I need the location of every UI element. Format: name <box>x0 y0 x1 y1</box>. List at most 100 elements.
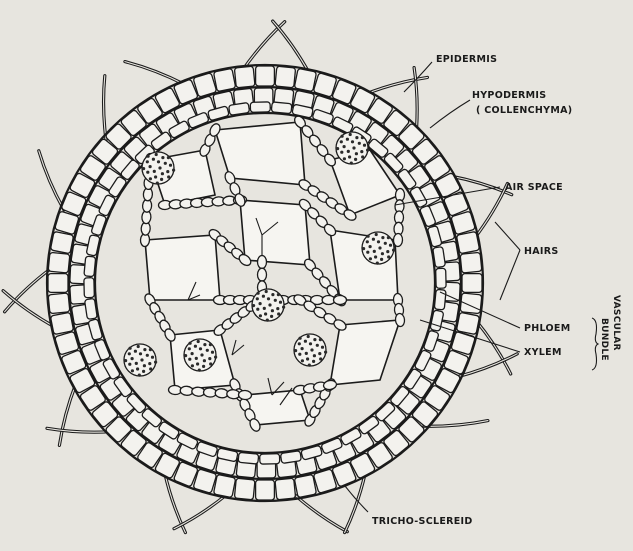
bundle-cell <box>363 144 366 147</box>
label-air-space: AIR SPACE <box>505 182 563 193</box>
bundle-cell <box>313 338 316 341</box>
ring-cell <box>84 278 95 298</box>
label-collenchyma: ( COLLENCHYMA) <box>476 105 572 116</box>
bundle-cell <box>147 155 150 158</box>
bundle-cell <box>355 136 358 139</box>
bundle-cell <box>154 175 157 178</box>
bundle-cell <box>301 347 304 350</box>
bundle-cell <box>194 345 197 348</box>
bundle-cell <box>282 306 285 309</box>
bundle-cell <box>146 160 149 163</box>
bundle-cell <box>184 354 187 357</box>
bundle-cell <box>131 357 134 360</box>
bundle-cell <box>375 233 378 236</box>
ring-cell <box>456 312 479 334</box>
ring-cell <box>294 68 316 91</box>
bundle-cell <box>341 135 344 138</box>
ring-cell <box>271 102 292 114</box>
ring-cell <box>50 312 73 334</box>
bundle-cell <box>256 308 259 311</box>
bundle-cell <box>378 246 381 249</box>
aerenchyma-network <box>145 122 400 425</box>
bundle-cell <box>358 142 361 145</box>
bundle-cell <box>191 352 194 355</box>
ring-cell <box>436 268 447 288</box>
bundle-cell <box>203 359 206 362</box>
hypodermis-leader <box>430 100 470 128</box>
ring-cell <box>238 452 259 464</box>
bundle-cell <box>319 338 322 341</box>
bundle-cell <box>377 240 380 243</box>
bundle-cell <box>321 346 324 349</box>
hair <box>39 151 64 210</box>
bundle-cell <box>152 158 155 161</box>
ring-cell <box>250 102 270 113</box>
ring-cell <box>256 480 275 500</box>
bundle-cell <box>319 357 322 360</box>
hair <box>125 62 185 85</box>
ring-cell <box>294 474 316 497</box>
bundle-cell <box>142 167 145 170</box>
bundle-cell <box>309 342 312 345</box>
bundle-cell <box>340 151 343 154</box>
bundle-cell <box>307 335 310 338</box>
ring-cell <box>213 474 235 497</box>
bundle-cell <box>380 258 383 261</box>
bundle-cell <box>366 251 369 254</box>
bundle-cell <box>360 150 363 153</box>
bundle-cell <box>191 364 194 367</box>
bundle-cell <box>202 365 205 368</box>
bundle-cell <box>318 352 321 355</box>
bundle-cell <box>156 182 159 185</box>
bundle-cell <box>149 177 152 180</box>
vascular-bundle-brace <box>592 318 598 370</box>
bundle-cell <box>196 362 199 365</box>
bundle-cell <box>189 342 192 345</box>
bundle-cell <box>199 347 202 350</box>
bundle-cell <box>167 156 170 159</box>
bundle-cell <box>373 250 376 253</box>
bundle-cell <box>200 353 203 356</box>
bundle-cell <box>208 357 211 360</box>
bundle-cell <box>350 162 353 165</box>
bundle-cell <box>271 293 274 296</box>
bundle-cell <box>169 164 172 167</box>
bundle-cell <box>149 367 152 370</box>
vascular-bundle <box>252 289 285 322</box>
bundle-cell <box>128 363 131 366</box>
web-cell <box>393 233 403 246</box>
ring-cell <box>234 478 255 500</box>
bundle-cell <box>298 353 301 356</box>
bundle-cell <box>268 303 271 306</box>
bundle-cell <box>354 158 357 161</box>
bundle-cell <box>387 236 390 239</box>
bundle-cell <box>161 172 164 175</box>
web-cell <box>258 268 267 281</box>
tricho-sclereid-mark <box>232 340 244 355</box>
bundle-cell <box>361 136 364 139</box>
bundle-cell <box>348 155 351 158</box>
vascular-bundle <box>124 344 157 377</box>
bundle-cell <box>324 351 327 354</box>
bundle-cell <box>347 150 350 153</box>
bundle-cell <box>386 250 389 253</box>
bundle-cell <box>308 364 311 367</box>
bundle-cell <box>298 342 301 345</box>
bundle-cell <box>206 349 209 352</box>
bundle-cell <box>172 169 175 172</box>
bundle-cell <box>267 297 270 300</box>
web-cell <box>334 296 347 305</box>
bundle-cell <box>139 352 142 355</box>
label-tricho-sclereid: TRICHO-SCLEREID <box>372 516 473 527</box>
web-cell <box>258 256 267 269</box>
bundle-cell <box>138 374 141 377</box>
ring-cell <box>256 66 275 86</box>
bundle-cell <box>128 352 131 355</box>
bundle-cell <box>277 312 280 315</box>
hair <box>59 384 76 446</box>
ring-cell <box>48 293 70 314</box>
bundle-cell <box>336 147 339 150</box>
ring-cell <box>456 231 479 253</box>
bundle-cell <box>214 356 217 359</box>
bundle-cell <box>389 244 392 247</box>
